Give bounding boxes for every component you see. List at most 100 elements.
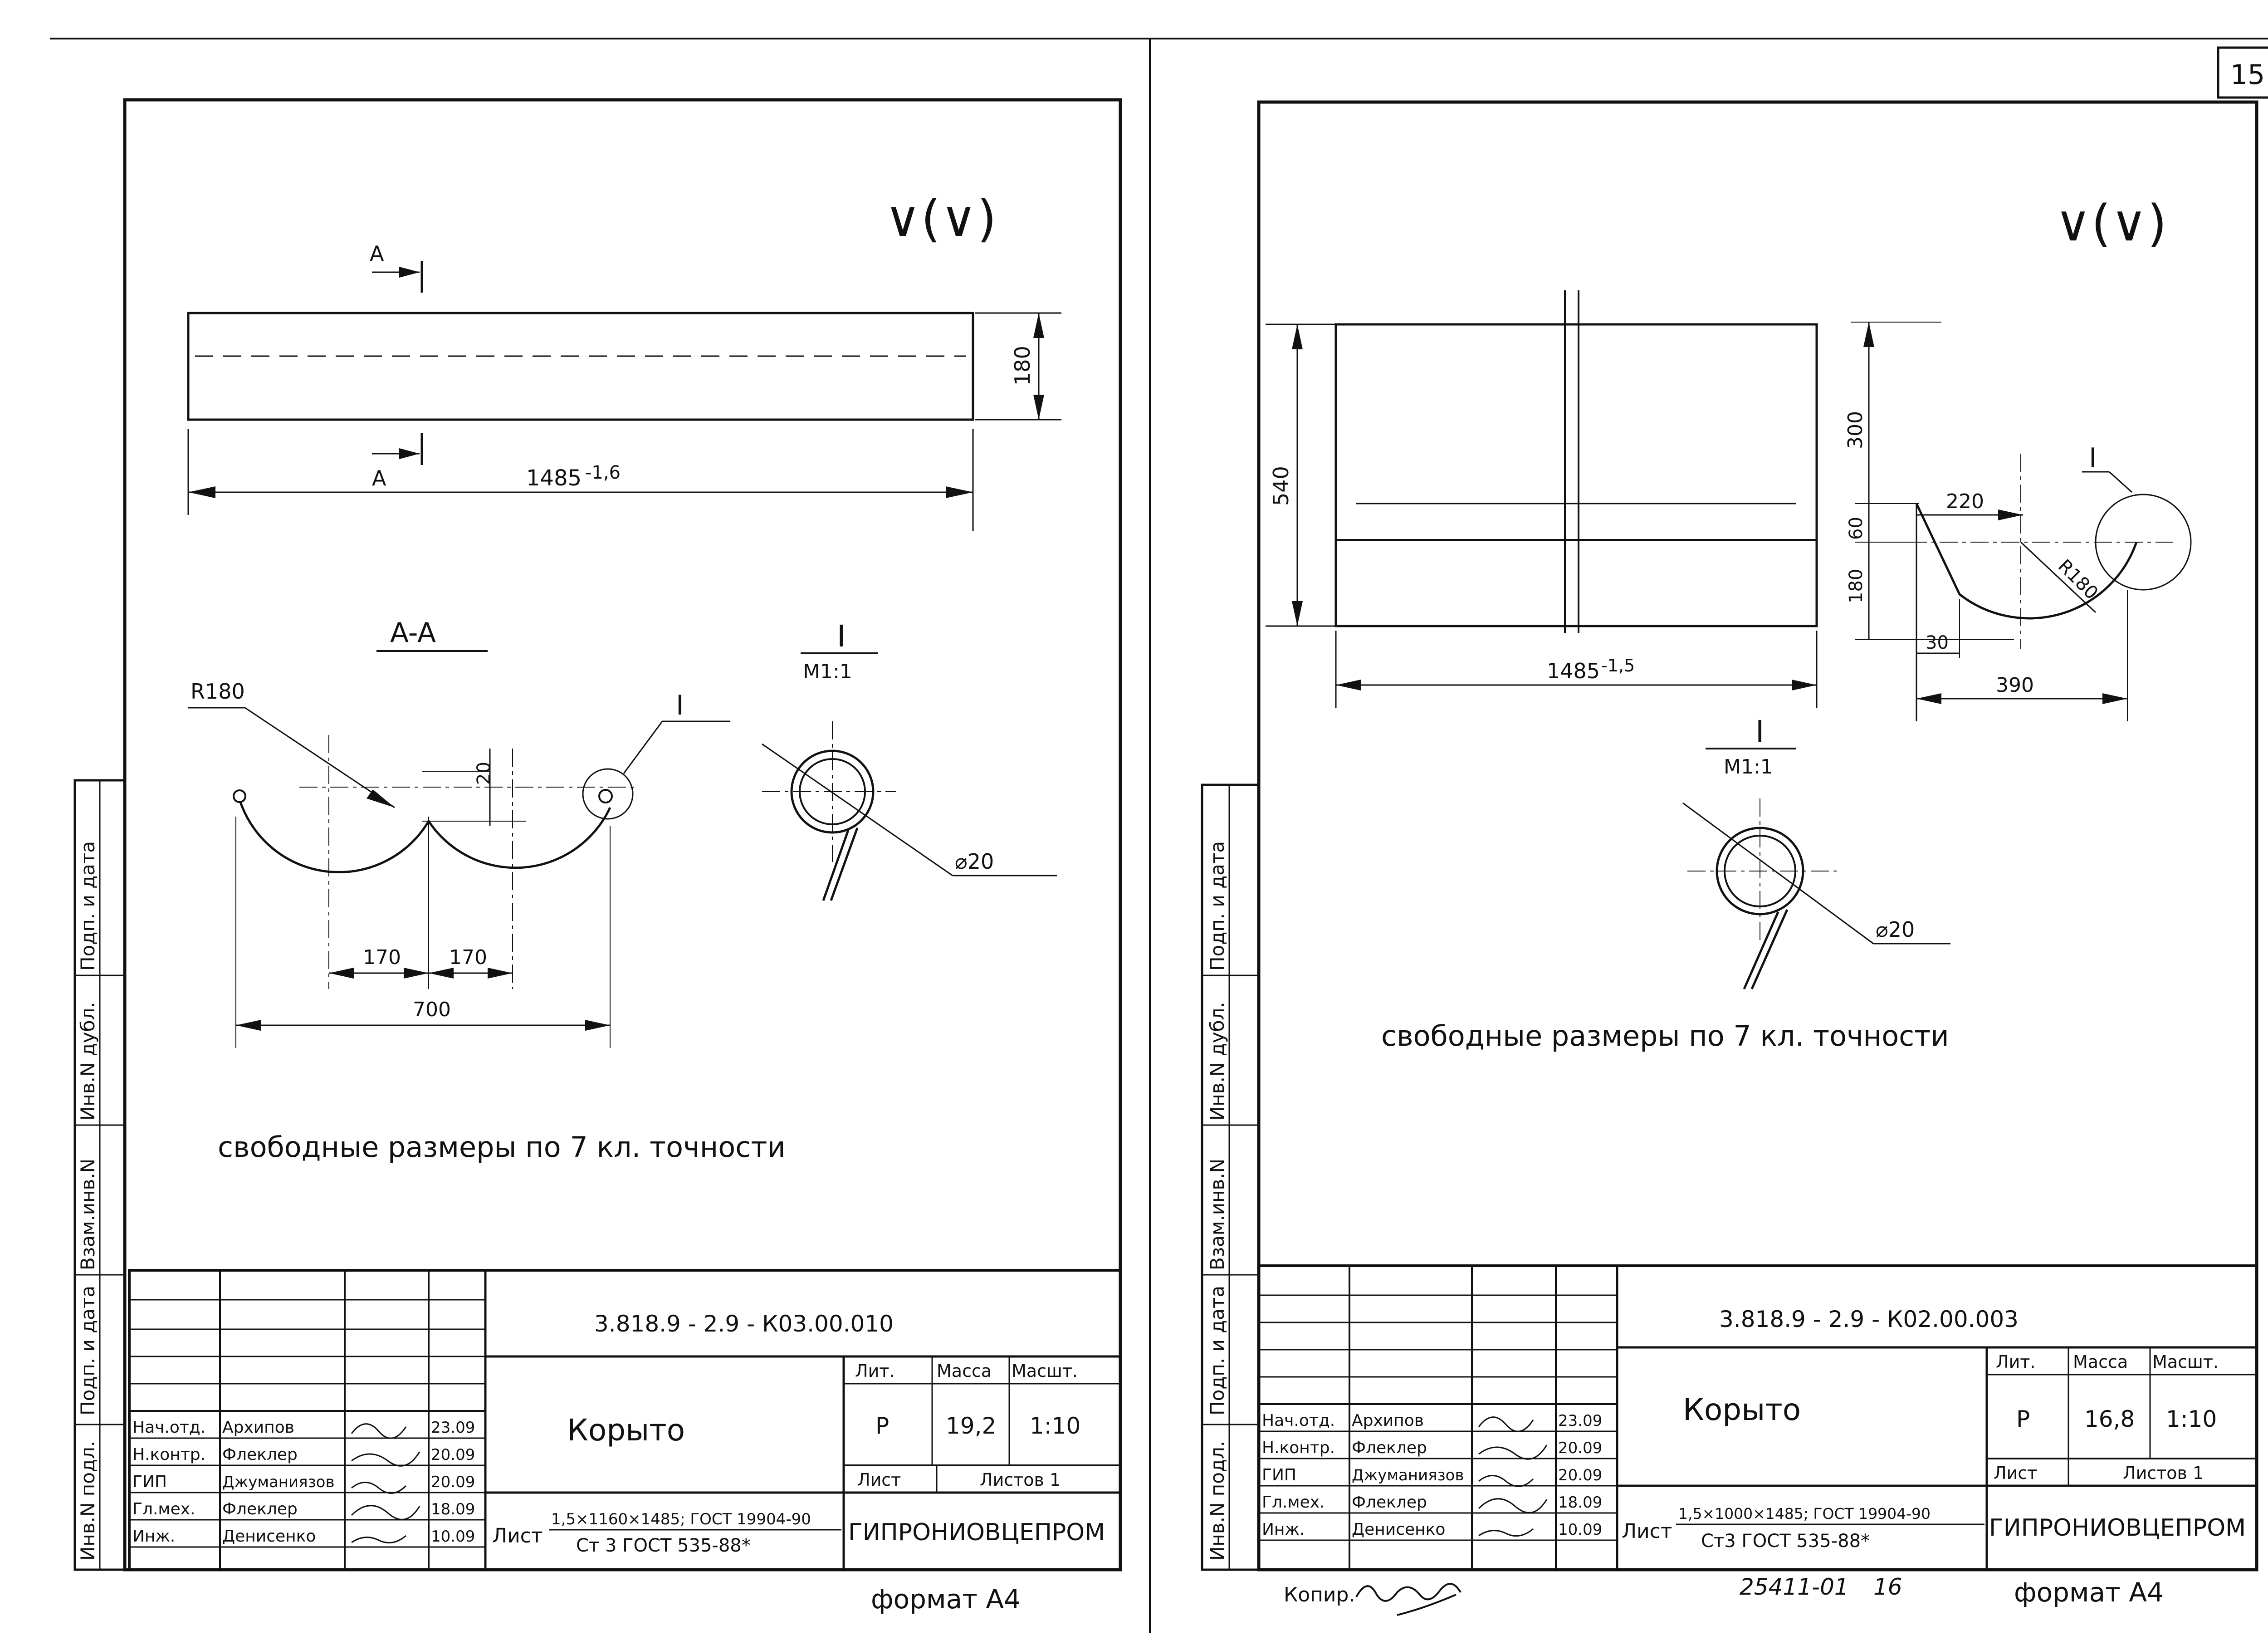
left-radius-dim: R180 bbox=[191, 679, 245, 704]
left-row-3-name: Джуманиязов bbox=[222, 1473, 335, 1491]
right-footer-code: 25411-01 bbox=[1740, 1574, 1849, 1600]
left-dim-170-b: 170 bbox=[449, 946, 487, 969]
left-section-view: A-A I R180 20 bbox=[188, 617, 730, 1048]
left-row-3-date: 20.09 bbox=[431, 1473, 475, 1491]
right-profile-detail-mark: I bbox=[2089, 442, 2097, 474]
left-side-label-4: Инв.N дубл. bbox=[77, 1002, 99, 1121]
right-material-top: 1,5×1000×1485; ГОСТ 19904-90 bbox=[1678, 1505, 1931, 1523]
left-row-1-name: Архипов bbox=[222, 1418, 294, 1437]
left-length-tolerance: -1,6 bbox=[585, 462, 621, 483]
right-detail-view: I M1:1 ⌀20 bbox=[1682, 714, 1950, 990]
right-row-3-role: ГИП bbox=[1262, 1466, 1296, 1484]
left-plan-view: A A 1485 -1,6 180 bbox=[187, 241, 1061, 531]
left-row-5-name: Денисенко bbox=[222, 1527, 316, 1546]
right-side-label-2: Подп. и дата bbox=[1206, 1286, 1228, 1415]
left-material-bottom: Ст 3 ГОСТ 535-88* bbox=[576, 1535, 751, 1556]
left-format: формат А4 bbox=[871, 1584, 1021, 1615]
left-signatures bbox=[351, 1423, 420, 1544]
right-length-tolerance: -1,5 bbox=[1601, 656, 1635, 676]
left-note: свободные размеры по 7 кл. точности bbox=[218, 1131, 786, 1164]
right-sheet-label: Лист bbox=[1994, 1463, 2037, 1483]
right-row-5-date: 10.09 bbox=[1558, 1521, 1602, 1539]
right-mass-header: Масса bbox=[2073, 1352, 2128, 1372]
right-side-label-1: Инв.N подл. bbox=[1206, 1441, 1228, 1561]
left-sheet-label: Лист bbox=[857, 1470, 901, 1490]
right-row-3-name: Джуманиязов bbox=[1352, 1466, 1464, 1484]
left-side-strip: Инв.N подл. Подп. и дата Взам.инв.N Инв.… bbox=[73, 779, 126, 1571]
right-side-strip: Инв.N подл. Подп. и дата Взам.инв.N Инв.… bbox=[1201, 783, 1260, 1571]
left-length-dim: 1485 bbox=[526, 465, 582, 491]
right-row-5-name: Денисенко bbox=[1352, 1520, 1445, 1539]
right-row-1-date: 23.09 bbox=[1558, 1412, 1602, 1430]
right-side-label-3: Взам.инв.N bbox=[1206, 1159, 1228, 1270]
right-width-dim: 540 bbox=[1269, 466, 1293, 506]
left-side-label-1: Инв.N подл. bbox=[77, 1441, 99, 1561]
right-dim-180: 180 bbox=[1846, 569, 1867, 603]
left-material-label: Лист bbox=[492, 1524, 543, 1547]
left-row-5-date: 10.09 bbox=[431, 1528, 475, 1546]
right-dim-390: 390 bbox=[1996, 674, 2034, 697]
page-number: 15 bbox=[2230, 59, 2265, 91]
left-section-title: A-A bbox=[390, 617, 436, 649]
right-diameter-dim: ⌀20 bbox=[1876, 917, 1915, 942]
left-detail-view: I M1:1 ⌀20 bbox=[762, 619, 1057, 901]
right-detail-mark: I bbox=[1755, 714, 1764, 749]
left-row-2-role: Н.контр. bbox=[132, 1445, 205, 1464]
right-plan-view: 540 1485 -1,5 bbox=[1266, 290, 1818, 708]
right-row-1-name: Архипов bbox=[1352, 1411, 1424, 1430]
right-row-4-name: Флеклер bbox=[1352, 1493, 1427, 1512]
right-part-title: Корыто bbox=[1683, 1392, 1801, 1427]
right-row-3-date: 20.09 bbox=[1558, 1466, 1602, 1484]
left-sheet: Инв.N подл. Подп. и дата Взам.инв.N Инв.… bbox=[73, 98, 1122, 1615]
right-sheet: Инв.N подл. Подп. и дата Взам.инв.N Инв.… bbox=[1201, 100, 2258, 1616]
left-frame bbox=[123, 98, 1122, 1572]
right-row-1-role: Нач.отд. bbox=[1262, 1411, 1335, 1430]
left-row-1-date: 23.09 bbox=[431, 1419, 475, 1437]
right-side-label-5: Подп. и дата bbox=[1206, 841, 1228, 971]
right-signatures bbox=[1478, 1416, 1548, 1537]
left-dim-170-a: 170 bbox=[363, 946, 401, 969]
left-row-3-role: ГИП bbox=[132, 1473, 167, 1491]
left-small-dim: 20 bbox=[474, 762, 494, 785]
left-title-block: 3.818.9 - 2.9 - К03.00.010 Корыто Лит. М… bbox=[128, 1269, 1122, 1571]
left-detail-scale: M1:1 bbox=[803, 660, 852, 683]
right-scale-value: 1:10 bbox=[2166, 1406, 2217, 1432]
left-roughness-symbol: ∨(∨) bbox=[885, 190, 997, 248]
right-detail-scale: M1:1 bbox=[1724, 755, 1773, 778]
right-row-2-role: Н.контр. bbox=[1262, 1439, 1335, 1457]
left-section-detail-mark: I bbox=[676, 690, 684, 721]
right-note: свободные размеры по 7 кл. точности bbox=[1381, 1019, 1949, 1053]
left-mass-value: 19,2 bbox=[946, 1413, 996, 1439]
left-row-4-role: Гл.мех. bbox=[132, 1500, 195, 1518]
left-part-title: Корыто bbox=[567, 1413, 685, 1448]
right-row-4-date: 18.09 bbox=[1558, 1493, 1602, 1512]
right-dim-60: 60 bbox=[1846, 517, 1867, 540]
right-org: ГИПРОНИОВЦЕПРОМ bbox=[1989, 1514, 2246, 1542]
left-mass-header: Масса bbox=[937, 1361, 992, 1381]
left-section-arrow-bottom: A bbox=[372, 466, 386, 490]
right-material-label: Лист bbox=[1622, 1520, 1672, 1543]
right-roughness-symbol: ∨(∨) bbox=[2055, 194, 2167, 252]
left-detail-mark: I bbox=[837, 619, 846, 654]
page-number-box bbox=[2217, 46, 2268, 99]
left-scale-value: 1:10 bbox=[1030, 1413, 1080, 1439]
right-title-block: 3.818.9 - 2.9 - К02.00.003 Корыто Лит. М… bbox=[1257, 1264, 2258, 1571]
right-format: формат А4 bbox=[2014, 1577, 2164, 1608]
left-row-2-date: 20.09 bbox=[431, 1446, 475, 1464]
right-mass-value: 16,8 bbox=[2084, 1406, 2135, 1432]
right-row-2-name: Флеклер bbox=[1352, 1439, 1427, 1457]
right-scale-header: Масшт. bbox=[2152, 1352, 2219, 1372]
left-scale-header: Масшт. bbox=[1012, 1361, 1078, 1381]
left-row-1-role: Нач.отд. bbox=[132, 1418, 205, 1437]
right-row-2-date: 20.09 bbox=[1558, 1439, 1602, 1457]
left-material-top: 1,5×1160×1485; ГОСТ 19904-90 bbox=[551, 1510, 811, 1528]
left-diameter-dim: ⌀20 bbox=[955, 849, 994, 874]
left-row-2-name: Флеклер bbox=[222, 1445, 298, 1464]
left-row-4-date: 18.09 bbox=[431, 1500, 475, 1518]
right-profile-view: 300 60 180 220 R180 I 30 bbox=[1844, 322, 2192, 721]
right-doc-code: 3.818.9 - 2.9 - К02.00.003 bbox=[1719, 1306, 2019, 1332]
right-lit-header: Лит. bbox=[1996, 1352, 2036, 1372]
right-row-5-role: Инж. bbox=[1262, 1520, 1305, 1539]
right-row-4-role: Гл.мех. bbox=[1262, 1493, 1325, 1512]
